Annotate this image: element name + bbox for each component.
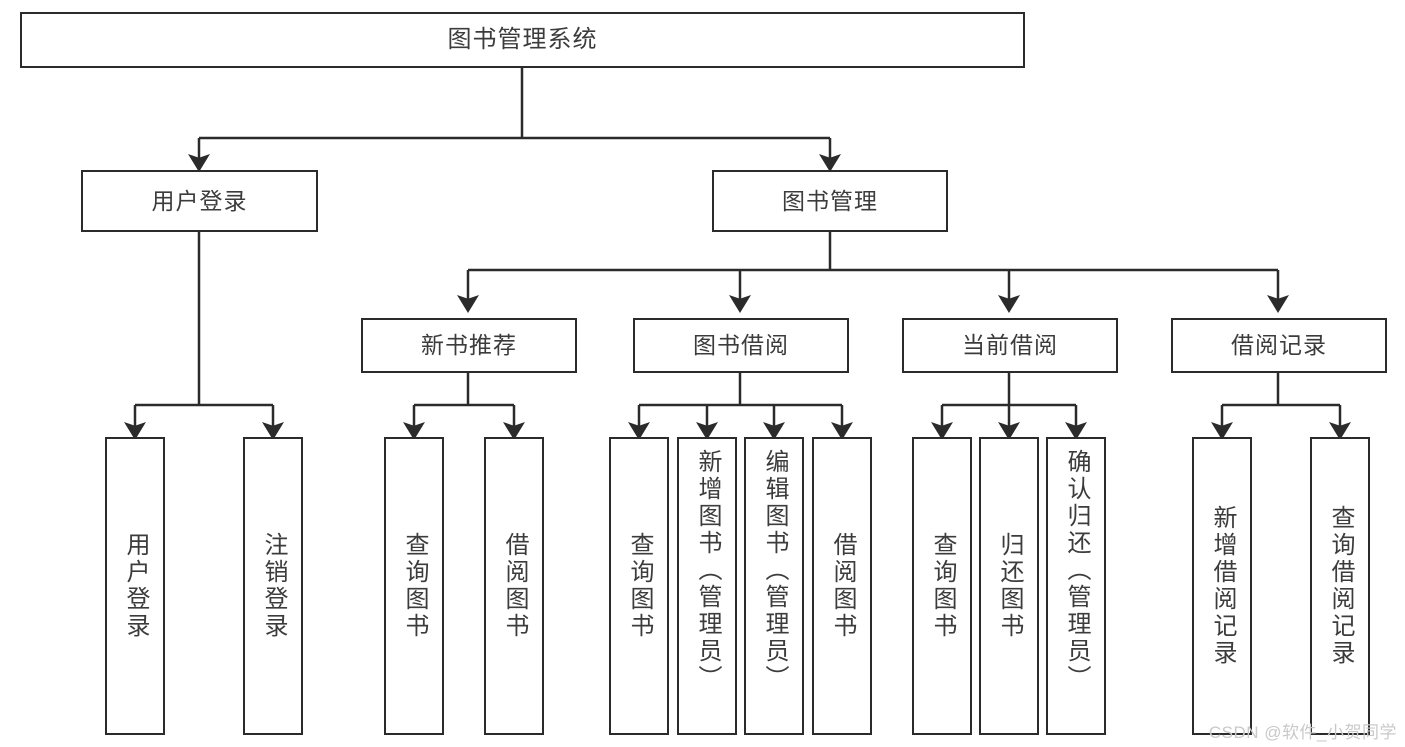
leaf-query-borrow-record[interactable]: 查询借阅记录: [1310, 437, 1370, 735]
node-label: 借阅记录: [1231, 332, 1327, 359]
leaf-edit-book-admin[interactable]: 编辑图书（管理员）: [744, 437, 804, 735]
node-label: 图书借阅: [693, 332, 789, 359]
node-label: 借阅图书: [501, 532, 528, 640]
node-book-management[interactable]: 图书管理: [712, 170, 948, 232]
leaf-confirm-return-admin[interactable]: 确认归还（管理员）: [1046, 437, 1106, 735]
node-label: 图书管理: [782, 187, 878, 214]
node-label: 当前借阅: [962, 332, 1058, 359]
node-label: 新增图书（管理员）: [694, 449, 721, 692]
node-label: 借阅图书: [829, 532, 856, 640]
leaf-add-borrow-record[interactable]: 新增借阅记录: [1192, 437, 1252, 735]
leaf-query-book-current[interactable]: 查询图书: [912, 437, 972, 735]
node-label: 查询图书: [401, 532, 428, 640]
node-label: 查询图书: [929, 532, 956, 640]
node-root-system[interactable]: 图书管理系统: [20, 12, 1025, 68]
leaf-user-login[interactable]: 用户登录: [105, 437, 165, 735]
node-label: 新书推荐: [421, 332, 517, 359]
leaf-borrow-book[interactable]: 借阅图书: [812, 437, 872, 735]
node-borrow-records[interactable]: 借阅记录: [1171, 318, 1387, 373]
node-label: 归还图书: [996, 532, 1023, 640]
leaf-add-book-admin[interactable]: 新增图书（管理员）: [677, 437, 737, 735]
node-label: 查询借阅记录: [1327, 505, 1354, 667]
leaf-logout-login[interactable]: 注销登录: [243, 437, 303, 735]
leaf-return-book[interactable]: 归还图书: [979, 437, 1039, 735]
node-label: 新增借阅记录: [1209, 505, 1236, 667]
node-book-borrow[interactable]: 图书借阅: [633, 318, 849, 373]
leaf-query-book-borrow[interactable]: 查询图书: [609, 437, 669, 735]
watermark-text: CSDN @软件_小贺同学: [1208, 723, 1397, 742]
node-current-borrow[interactable]: 当前借阅: [902, 318, 1118, 373]
node-label: 图书管理系统: [447, 26, 598, 54]
leaf-borrow-book-recommend[interactable]: 借阅图书: [484, 437, 544, 735]
node-label: 注销登录: [260, 532, 287, 640]
leaf-query-book-recommend[interactable]: 查询图书: [384, 437, 444, 735]
node-label: 编辑图书（管理员）: [761, 449, 788, 692]
node-new-book-recommend[interactable]: 新书推荐: [361, 318, 577, 373]
node-user-login[interactable]: 用户登录: [81, 170, 318, 232]
node-label: 确认归还（管理员）: [1063, 449, 1090, 692]
node-label: 用户登录: [122, 532, 149, 640]
node-label: 用户登录: [151, 187, 248, 214]
node-label: 查询图书: [626, 532, 653, 640]
